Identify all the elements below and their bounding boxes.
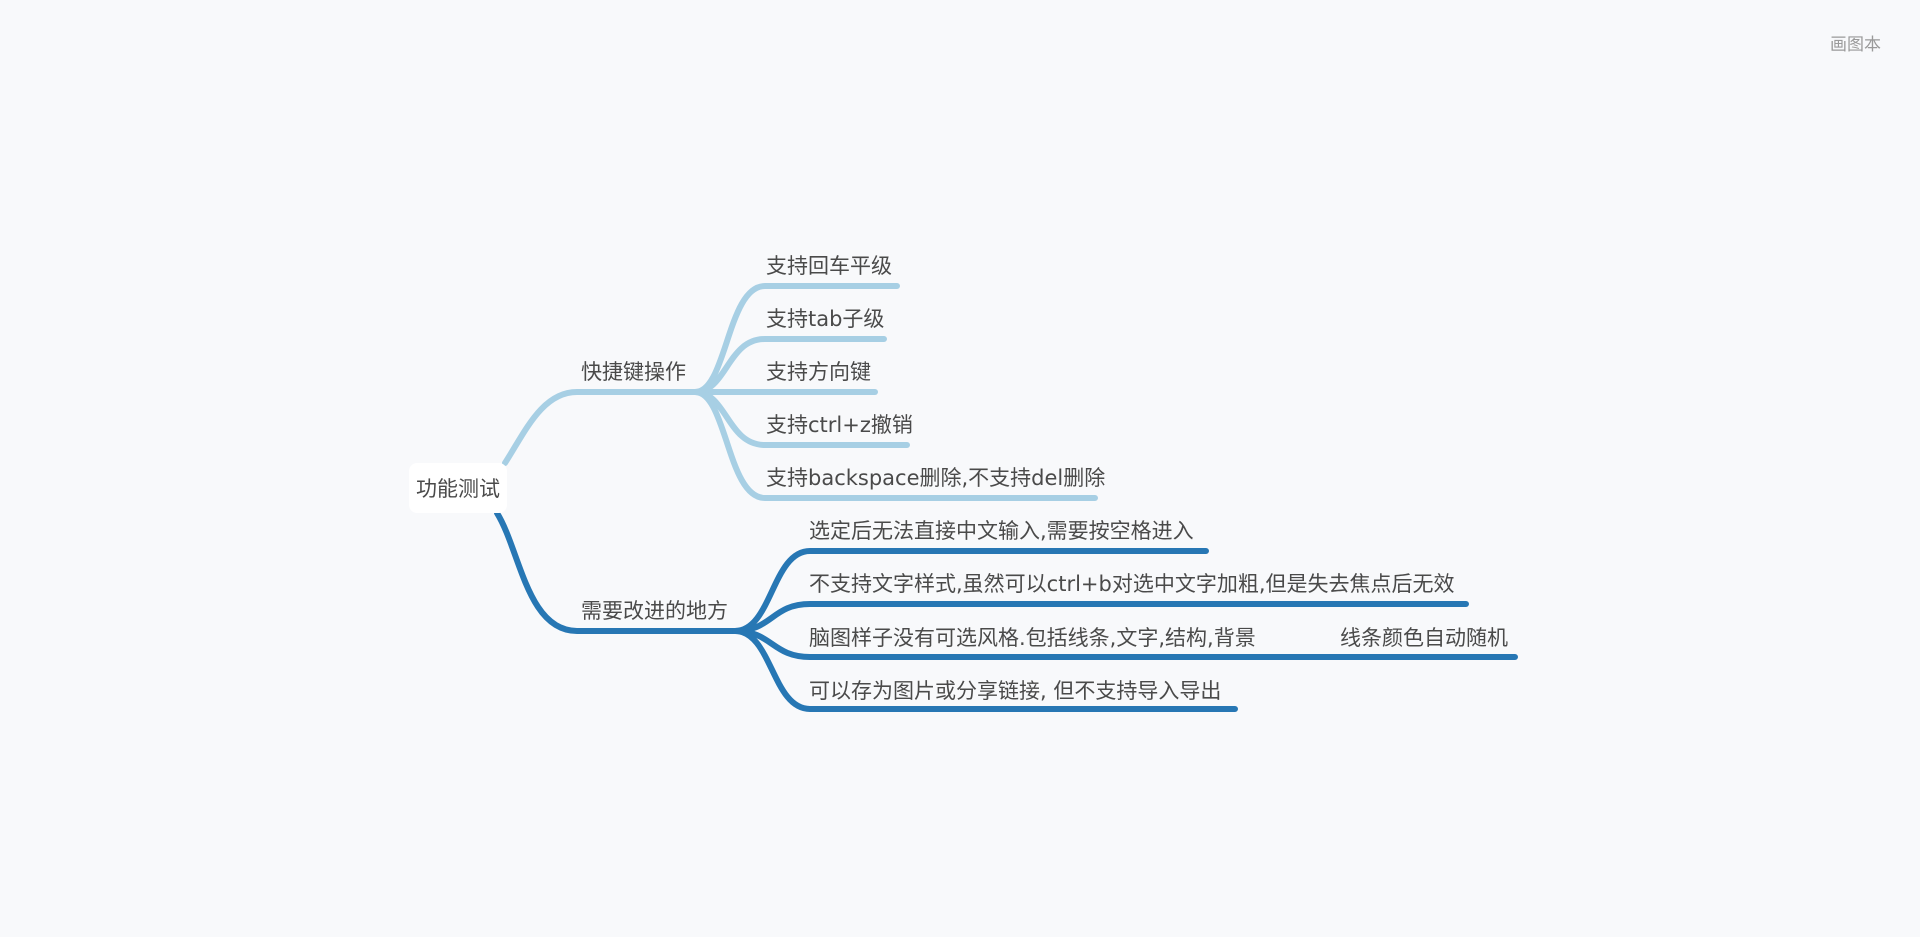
leaf-node-undo[interactable]: 支持ctrl+z撤销 [766, 413, 913, 437]
leaf-node-export[interactable]: 可以存为图片或分享链接, 但不支持导入导出 [809, 679, 1222, 703]
leaf-node-random-line-color[interactable]: 线条颜色自动随机 [1340, 626, 1508, 650]
app-title: 画图本 [1830, 35, 1881, 55]
edge-root-to-shortcuts [502, 389, 698, 466]
leaf-node-arrow-keys[interactable]: 支持方向键 [766, 360, 871, 384]
branch-node-shortcuts[interactable]: 快捷键操作 [581, 360, 686, 384]
root-node[interactable]: 功能测试 [409, 463, 507, 513]
leaf-node-text-style[interactable]: 不支持文字样式,虽然可以ctrl+b对选中文字加粗,但是失去焦点后无效 [809, 572, 1455, 596]
leaf-node-theme-style[interactable]: 脑图样子没有可选风格.包括线条,文字,结构,背景 [809, 626, 1256, 650]
leaf-node-enter-sibling[interactable]: 支持回车平级 [766, 254, 892, 278]
edge-improvements-to-export [732, 628, 1238, 712]
root-node-label: 功能测试 [416, 477, 500, 501]
leaf-node-tab-child[interactable]: 支持tab子级 [766, 307, 885, 331]
branch-node-improvements[interactable]: 需要改进的地方 [581, 599, 728, 623]
edge-shortcuts-to-backspace [692, 389, 1098, 501]
leaf-node-ime-input[interactable]: 选定后无法直接中文输入,需要按空格进入 [809, 519, 1194, 543]
edge-root-to-improvements [494, 510, 738, 634]
leaf-node-backspace[interactable]: 支持backspace删除,不支持del删除 [766, 466, 1106, 490]
